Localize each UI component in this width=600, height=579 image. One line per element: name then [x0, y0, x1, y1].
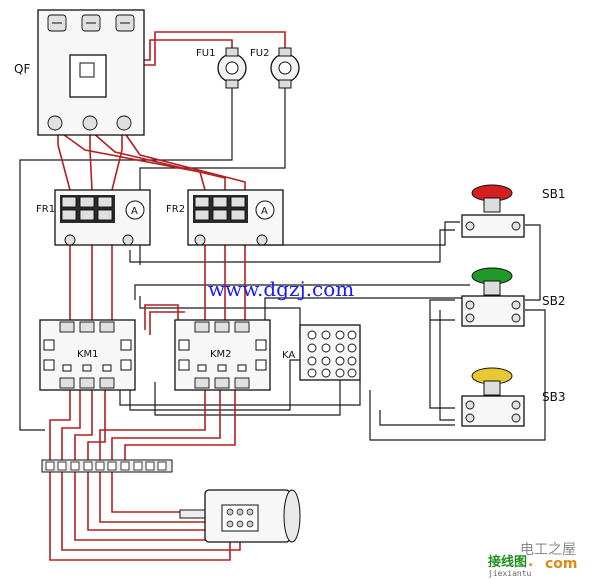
- fu2-label: FU2: [250, 48, 269, 59]
- contactor-km2: KM2: [174, 319, 271, 391]
- fr1-ammeter-symbol: A: [131, 206, 138, 217]
- sb1-label: SB1: [542, 187, 565, 201]
- logo-cn-text: 电工之屋: [520, 542, 576, 558]
- terminal-block: [41, 459, 173, 473]
- qf-breaker: QF: [14, 9, 145, 136]
- km2-label: KM2: [210, 349, 232, 360]
- fu1-label: FU1: [196, 48, 215, 59]
- fr1-label: FR1: [36, 204, 55, 215]
- qf-label: QF: [14, 62, 30, 76]
- site-logo: 电工之屋 接线图 . com jiexiantu: [488, 542, 578, 578]
- watermark-url: www.dgzj.com: [208, 277, 354, 301]
- sb3-label: SB3: [542, 390, 565, 404]
- logo-dot: .: [528, 554, 533, 570]
- fr2-label: FR2: [166, 204, 185, 215]
- km1-label: KM1: [77, 349, 99, 360]
- thermal-relay-fr2: A FR2: [166, 189, 284, 246]
- ka-label: KA: [282, 350, 295, 361]
- logo-com: com: [545, 556, 578, 572]
- motor: [179, 489, 301, 543]
- sb2-label: SB2: [542, 294, 565, 308]
- logo-url: jiexiantu: [488, 569, 532, 578]
- thermal-relay-fr1: A FR1: [36, 189, 151, 246]
- control-wiring: [19, 88, 546, 441]
- contactor-km1: KM1: [39, 319, 136, 391]
- relay-ka: KA: [282, 324, 361, 381]
- power-wiring: [49, 31, 286, 561]
- pushbutton-sb3: SB3: [461, 367, 565, 427]
- fuse-fu2: FU2: [250, 47, 300, 89]
- pushbutton-sb1: SB1: [461, 184, 565, 238]
- logo-green-text: 接线图: [488, 554, 527, 570]
- fuse-fu1: FU1: [196, 47, 247, 89]
- fr2-ammeter-symbol: A: [261, 206, 268, 217]
- pushbutton-sb2: SB2: [461, 267, 565, 327]
